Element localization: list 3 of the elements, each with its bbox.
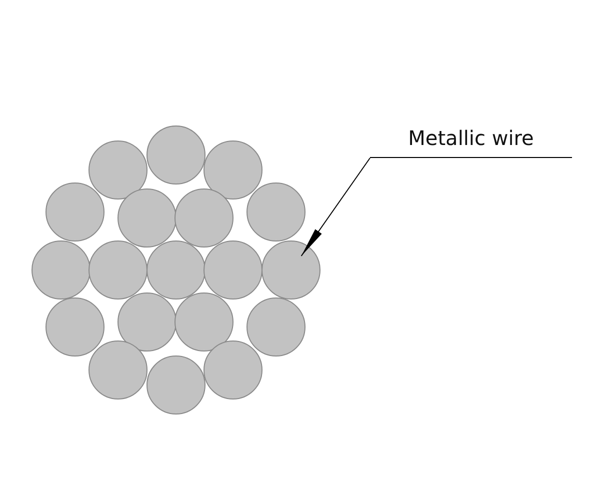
callout-label: Metallic wire bbox=[408, 126, 534, 150]
leader-line bbox=[300, 158, 370, 256]
wire-strand bbox=[262, 240, 320, 300]
